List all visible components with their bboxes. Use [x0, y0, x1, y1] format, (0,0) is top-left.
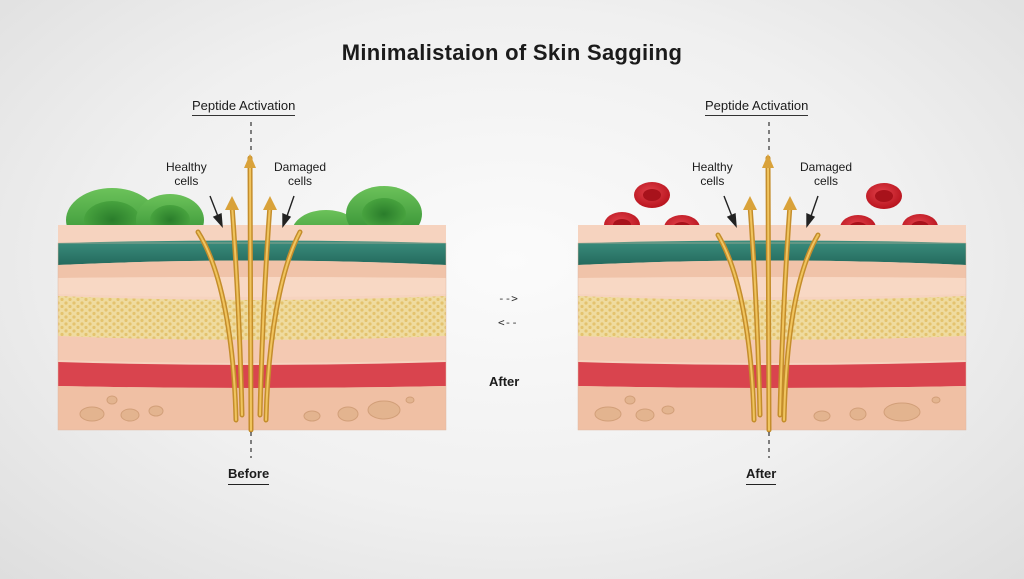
- epidermis-layer: [578, 240, 966, 265]
- right-skin-layers: [578, 225, 966, 430]
- right-damaged-label-line1: Damaged: [800, 160, 853, 174]
- left-damaged-label-line1: Damaged: [274, 160, 327, 174]
- left-healthy-label: Healthy cells: [166, 160, 207, 188]
- vascular-layer: [578, 362, 966, 388]
- center-arrow-right: -->: [498, 292, 518, 305]
- diagram-title: Minimalistaion of Skin Saggiing: [341, 40, 683, 65]
- right-pointer-arrows: [723, 195, 819, 229]
- right-healthy-label: Healthy cells: [692, 160, 733, 188]
- left-peptide-label: Peptide Activation: [192, 98, 296, 116]
- right-healthy-label-line1: Healthy: [692, 160, 733, 174]
- dermal-dots: [594, 395, 941, 422]
- red-cell: [875, 190, 893, 202]
- dermal-dots: [79, 395, 415, 422]
- center-after-label: After: [489, 374, 520, 389]
- red-cell: [643, 189, 661, 201]
- right-caption-after: After: [746, 466, 777, 485]
- left-damaged-label-line2: cells: [288, 174, 313, 188]
- left-healthy-label-line2: cells: [174, 174, 199, 188]
- left-caption-before: Before: [228, 466, 270, 485]
- right-damaged-label-line2: cells: [814, 174, 839, 188]
- left-damaged-label: Damaged cells: [274, 160, 326, 188]
- left-healthy-label-line1: Healthy: [166, 160, 207, 174]
- left-peptide-fibers: [195, 154, 303, 433]
- center-arrow-left: <--: [498, 316, 518, 329]
- right-damaged-label: Damaged cells: [800, 160, 852, 188]
- left-pointer-arrows: [209, 195, 295, 229]
- fat-layer: [578, 296, 966, 340]
- green-cell: [362, 198, 406, 230]
- right-healthy-label-line2: cells: [700, 174, 725, 188]
- right-peptide-fibers: [715, 154, 821, 433]
- right-peptide-label: Peptide Activation: [705, 98, 809, 116]
